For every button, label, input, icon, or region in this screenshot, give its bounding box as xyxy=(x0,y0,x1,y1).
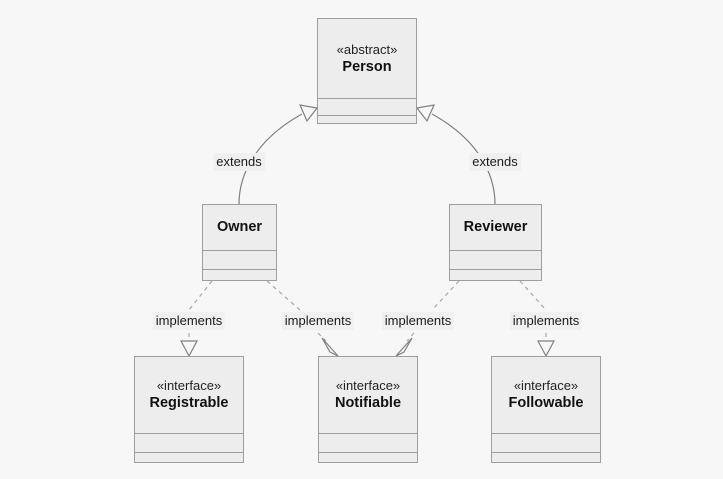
realization-arrow-icon xyxy=(180,340,198,358)
attributes-compartment xyxy=(203,250,276,269)
class-node-person[interactable]: «abstract» Person xyxy=(317,18,417,124)
class-name-label: Owner xyxy=(216,219,263,235)
operations-compartment xyxy=(318,115,416,123)
class-name-label: Reviewer xyxy=(463,219,528,235)
operations-compartment xyxy=(135,452,243,462)
realization-arrow-icon xyxy=(321,337,339,357)
generalization-arrow-icon xyxy=(415,104,435,123)
stereotype-label: «abstract» xyxy=(336,41,398,57)
class-node-header: «abstract» Person xyxy=(318,19,416,98)
operations-compartment xyxy=(203,269,276,280)
edge-label-owner-implements-notifiable: implements xyxy=(281,312,355,330)
edge-label-reviewer-implements-notifiable: implements xyxy=(381,312,455,330)
attributes-compartment xyxy=(319,433,417,452)
class-name-label: Followable xyxy=(508,395,584,411)
attributes-compartment xyxy=(135,433,243,452)
class-node-header: «interface» Registrable xyxy=(135,357,243,433)
interface-node-registrable[interactable]: «interface» Registrable xyxy=(134,356,244,463)
realization-arrow-icon xyxy=(395,337,413,357)
class-node-header: «interface» Followable xyxy=(492,357,600,433)
class-name-label: Person xyxy=(342,58,392,75)
class-node-header: Reviewer xyxy=(450,205,541,250)
stereotype-label: «interface» xyxy=(513,378,579,393)
class-node-reviewer[interactable]: Reviewer xyxy=(449,204,542,281)
edge-label-reviewer-extends: extends xyxy=(469,153,521,171)
generalization-arrow-icon xyxy=(299,104,319,123)
interface-node-notifiable[interactable]: «interface» Notifiable xyxy=(318,356,418,463)
class-name-label: Notifiable xyxy=(334,395,402,411)
edge-label-reviewer-implements-followable: implements xyxy=(509,312,583,330)
class-name-label: Registrable xyxy=(149,395,229,411)
interface-node-followable[interactable]: «interface» Followable xyxy=(491,356,601,463)
attributes-compartment xyxy=(492,433,600,452)
class-node-header: «interface» Notifiable xyxy=(319,357,417,433)
operations-compartment xyxy=(450,269,541,280)
stereotype-label: «interface» xyxy=(335,378,401,393)
attributes-compartment xyxy=(318,98,416,115)
operations-compartment xyxy=(319,452,417,462)
edge-label-owner-extends: extends xyxy=(213,153,265,171)
edge-label-owner-implements-registrable: implements xyxy=(152,312,226,330)
class-node-owner[interactable]: Owner xyxy=(202,204,277,281)
attributes-compartment xyxy=(450,250,541,269)
stereotype-label: «interface» xyxy=(156,378,222,393)
operations-compartment xyxy=(492,452,600,462)
class-node-header: Owner xyxy=(203,205,276,250)
realization-arrow-icon xyxy=(537,340,555,358)
